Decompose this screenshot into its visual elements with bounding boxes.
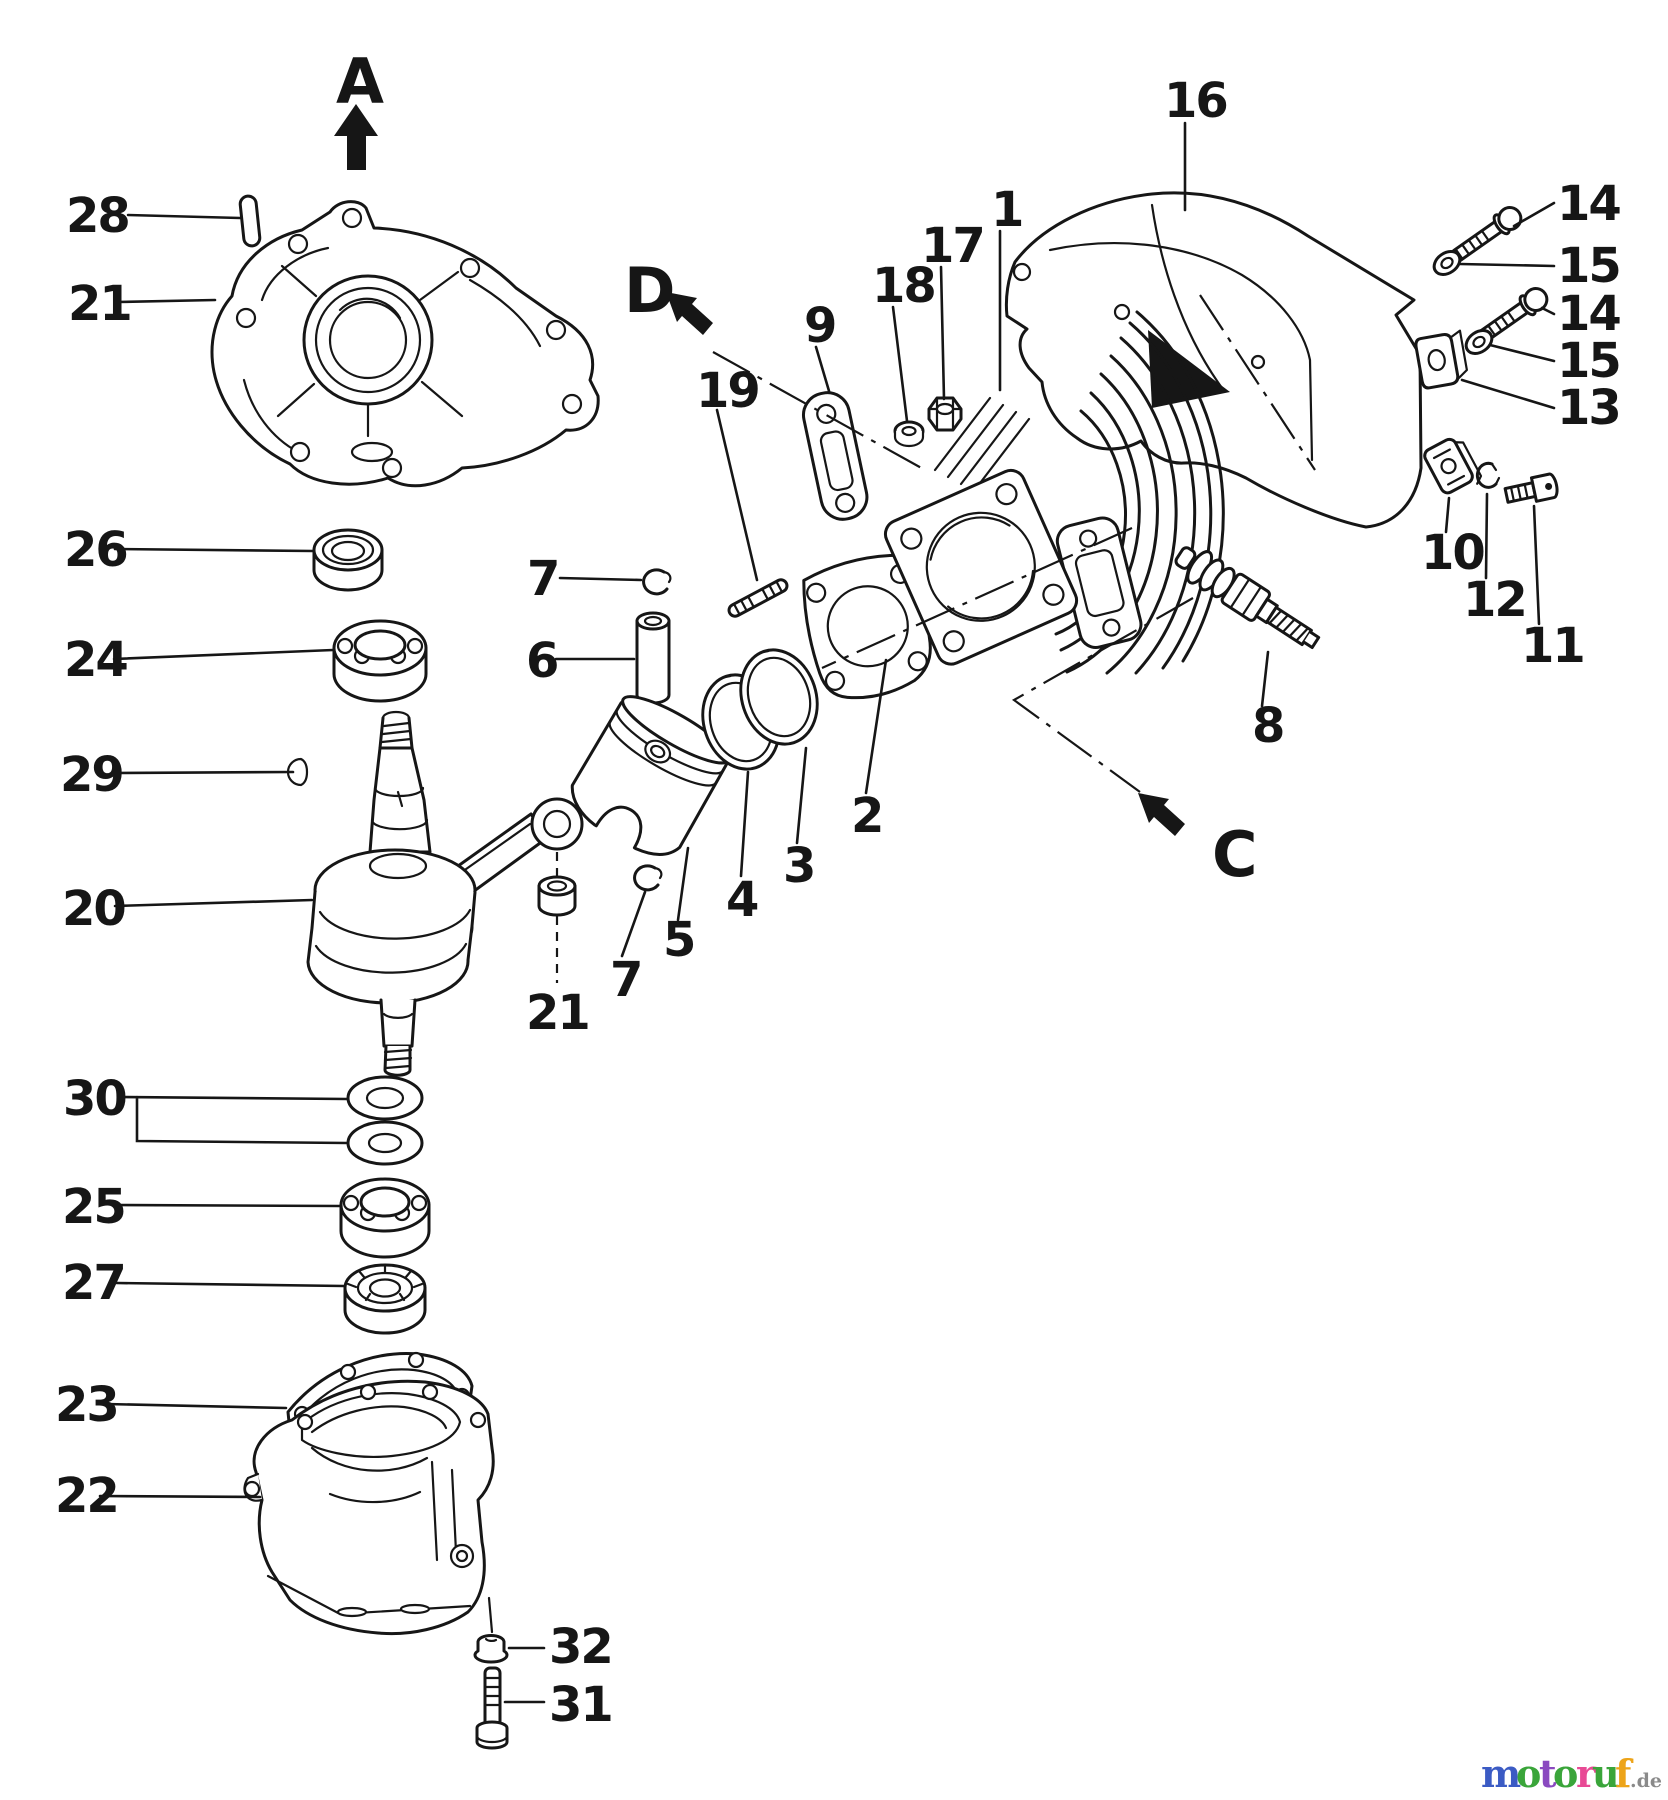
part-label-3: 3	[783, 838, 814, 894]
piston-pin-part	[635, 611, 671, 705]
part-label-32: 32	[549, 1619, 612, 1675]
oil-seal-part	[312, 528, 384, 592]
part-label-15b: 15	[1557, 333, 1620, 389]
washer-15b-part	[1464, 329, 1494, 355]
view-label-c: C	[1212, 818, 1258, 891]
bolt-31-part	[475, 1666, 509, 1750]
main-bearing-upper-part	[332, 619, 428, 703]
leader-lines	[98, 121, 1556, 1704]
part-label-27: 27	[62, 1255, 125, 1311]
nut-17-part	[927, 396, 963, 432]
part-label-15a: 15	[1557, 238, 1620, 294]
view-label-d: D	[624, 254, 675, 327]
part-label-22: 22	[55, 1468, 118, 1524]
part-label-30: 30	[63, 1071, 126, 1127]
watermark-letter: f	[1615, 1751, 1634, 1796]
view-d-arrow-icon	[666, 292, 713, 335]
circlip-lower-part	[633, 864, 663, 892]
part-label-21b: 21	[526, 985, 589, 1041]
cylinder-shroud-part	[1004, 191, 1423, 529]
lock-washer-12-part	[1475, 461, 1501, 489]
circlip-upper-part	[642, 568, 672, 596]
exhaust-gasket-part	[801, 391, 869, 521]
part-label-10: 10	[1421, 525, 1484, 581]
part-label-4: 4	[726, 872, 758, 928]
part-label-13: 13	[1557, 380, 1620, 436]
part-label-25: 25	[62, 1179, 125, 1235]
nut-32-part	[473, 1634, 509, 1664]
part-label-11: 11	[1521, 618, 1584, 674]
watermark-letter: o	[1553, 1751, 1578, 1796]
watermark-logo: m o t o r u f .de	[1481, 1751, 1662, 1796]
part-label-8: 8	[1252, 698, 1283, 754]
part-label-17: 17	[921, 218, 984, 274]
watermark-letter: u	[1592, 1751, 1620, 1796]
watermark-letter: t	[1539, 1751, 1557, 1796]
cylinder-part	[883, 310, 1225, 675]
part-label-2: 2	[851, 788, 882, 844]
washer-30a-part	[346, 1075, 424, 1121]
watermark-letter: r	[1576, 1751, 1597, 1796]
bracket-13-part	[1414, 329, 1468, 390]
part-label-14a: 14	[1557, 176, 1620, 232]
watermark-letter: o	[1516, 1751, 1541, 1796]
flywheel-housing-part	[210, 200, 600, 488]
part-label-20: 20	[62, 881, 125, 937]
washer-30b-part	[346, 1120, 424, 1166]
washer-15a-part	[1432, 250, 1462, 276]
part-label-18: 18	[872, 258, 935, 314]
shielded-bearing-part	[343, 1263, 427, 1335]
section-lines	[712, 351, 1194, 793]
washer-18-part	[893, 420, 925, 448]
main-bearing-lower-part	[339, 1177, 431, 1259]
part-label-26: 26	[64, 522, 127, 578]
part-label-9: 9	[804, 298, 835, 354]
part-label-21: 21	[68, 276, 131, 332]
crankcase-part	[243, 1379, 495, 1636]
view-c-arrow-icon	[1138, 793, 1185, 836]
stud-part	[727, 578, 789, 618]
watermark-tld: .de	[1630, 1770, 1662, 1792]
part-label-14b: 14	[1557, 286, 1620, 342]
part-label-1: 1	[991, 182, 1022, 238]
spark-plug-part	[1174, 546, 1321, 650]
crankshaft-part	[306, 710, 584, 1077]
part-label-5: 5	[663, 912, 694, 968]
smallend-bearing-part	[537, 875, 577, 917]
woodruff-key-part	[286, 757, 309, 787]
part-label-7a: 7	[527, 551, 558, 607]
part-label-24: 24	[64, 632, 127, 688]
plate-10-part	[1423, 437, 1483, 495]
part-label-16: 16	[1164, 73, 1227, 129]
view-label-a: A	[336, 45, 384, 118]
part-label-28: 28	[66, 188, 129, 244]
part-label-29: 29	[60, 747, 123, 803]
part-label-23: 23	[55, 1377, 118, 1433]
piston-part	[570, 695, 731, 856]
part-label-7b: 7	[610, 952, 641, 1008]
piston-ring-1-part	[739, 648, 819, 746]
part-label-6: 6	[526, 633, 557, 689]
part-label-12: 12	[1463, 572, 1526, 628]
part-label-31: 31	[549, 1677, 612, 1733]
bolt-11-part	[1503, 472, 1559, 504]
dowel-pin-part	[238, 194, 262, 248]
watermark-letter: m	[1481, 1751, 1521, 1796]
view-a-arrow-icon	[334, 104, 378, 170]
part-label-19: 19	[696, 363, 759, 419]
